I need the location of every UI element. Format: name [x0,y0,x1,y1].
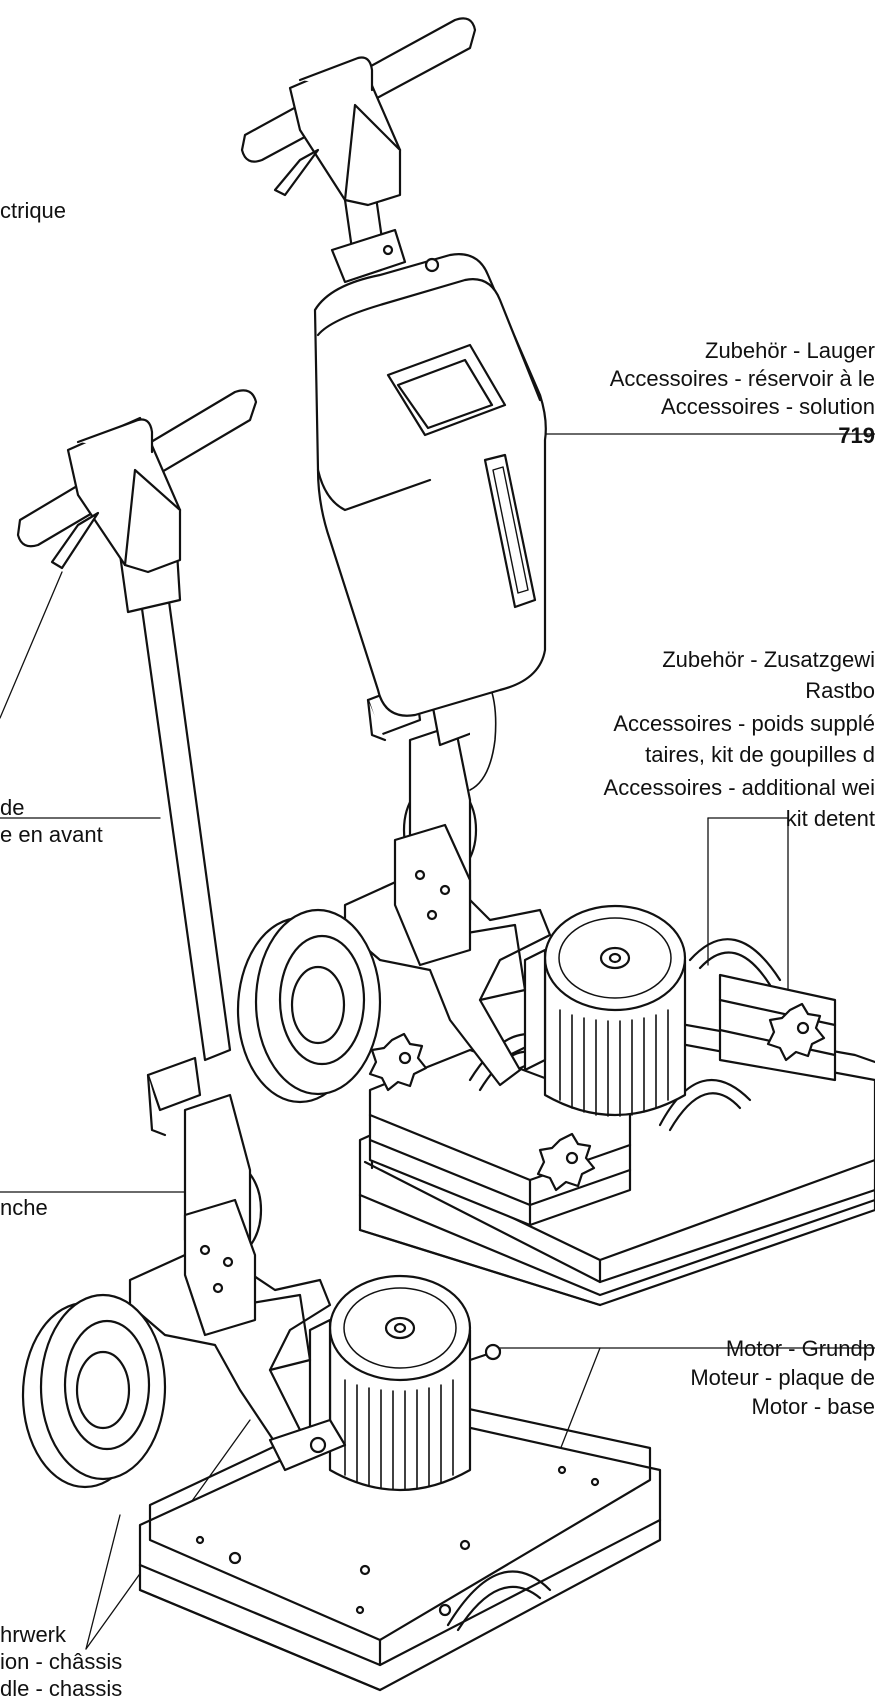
label-handle-1: de [0,795,24,821]
label-weight-fr-2: taires, kit de goupilles d [645,742,875,768]
label-tank-fr: Accessoires - réservoir à le [610,366,875,392]
label-weight-de-2: Rastbo [805,678,875,704]
upper-front-wheel [238,910,380,1102]
label-weight-en: Accessoires - additional wei [604,775,875,801]
label-chassis-3: dle - chassis [0,1676,122,1702]
upper-handle-grip [242,18,475,205]
label-chassis-1: hrwerk [0,1622,66,1648]
label-weight-de: Zubehör - Zusatzgewi [662,647,875,673]
label-tank-partno: 719 [838,423,875,449]
lower-handle-grip [18,390,256,572]
label-motor-de: Motor - Grundp [726,1336,875,1362]
label-tank-de: Zubehör - Lauger [705,338,875,364]
label-motor-fr: Moteur - plaque de [690,1365,875,1391]
label-weight-fr: Accessoires - poids supplé [613,711,875,737]
label-handle-2: e en avant [0,822,103,848]
label-chassis-2: ion - châssis [0,1649,122,1675]
label-lever: nche [0,1195,48,1221]
solution-tank [315,254,546,716]
upper-motor [525,906,685,1116]
label-electric: ctrique [0,198,66,224]
lower-handle-tube [118,520,230,1060]
lower-front-wheel [23,1295,165,1487]
label-weight-en-2: kit detent [786,806,875,832]
label-motor-en: Motor - base [752,1394,875,1420]
label-tank-en: Accessoires - solution [661,394,875,420]
